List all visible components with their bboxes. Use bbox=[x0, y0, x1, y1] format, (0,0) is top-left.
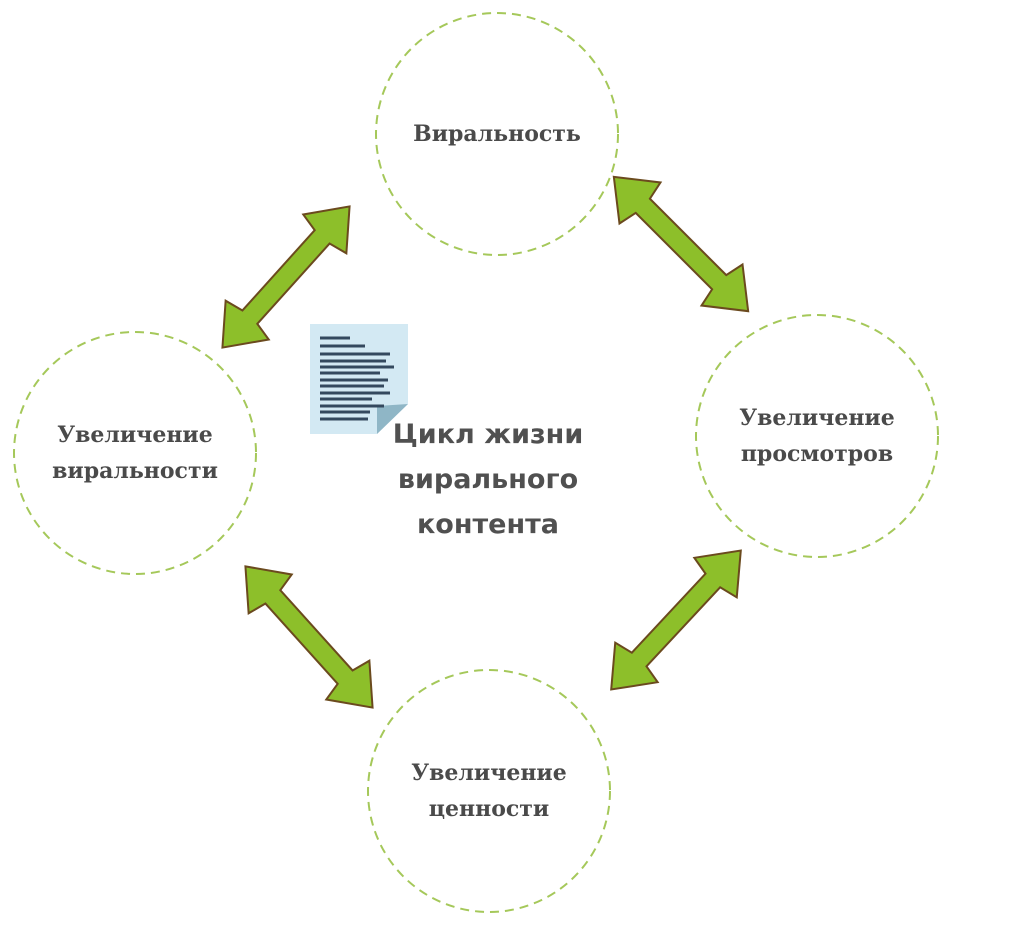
document-icon bbox=[310, 324, 408, 434]
circle-bottom bbox=[367, 669, 611, 913]
circle-left bbox=[13, 331, 257, 575]
node-label: Увеличение ценности bbox=[411, 760, 567, 822]
node-virality-increase: Увеличение виральности bbox=[13, 331, 257, 575]
node-virality: Виральность bbox=[375, 12, 619, 256]
node-views-increase: Увеличение просмотров bbox=[695, 314, 939, 558]
center-title: Цикл жизни вирального контента bbox=[392, 419, 584, 540]
node-label: Виральность bbox=[413, 121, 581, 147]
circle-top bbox=[375, 12, 619, 256]
circle-right bbox=[695, 314, 939, 558]
node-label: Увеличение виральности bbox=[52, 422, 218, 484]
double-arrow-icon bbox=[592, 155, 770, 333]
node-label: Увеличение просмотров bbox=[739, 405, 895, 467]
node-value-increase: Увеличение ценности bbox=[367, 669, 611, 913]
